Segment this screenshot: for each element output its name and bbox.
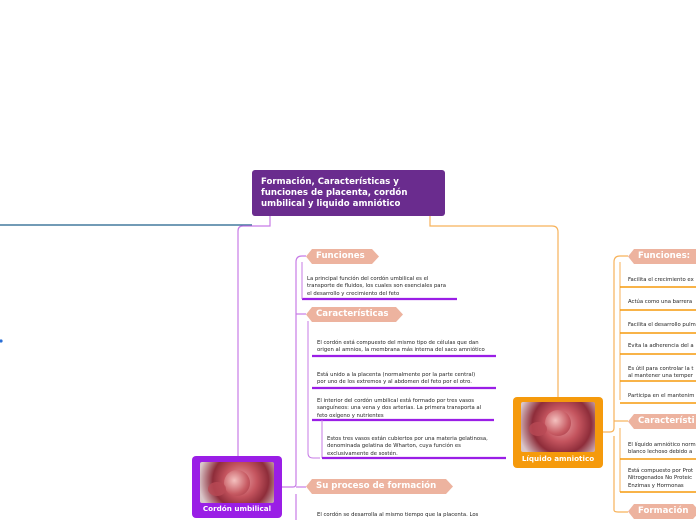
liquido-funcion-item[interactable]: Evita la adherencia del a [628,343,694,349]
cordon-caracteristicas-tag[interactable]: Características [306,307,403,322]
root-topic[interactable]: Formación, Características y funciones d… [252,170,445,216]
root-topic-line: funciones de placenta, cordón [261,188,408,198]
liquido-caracteristicas-tag[interactable]: Característi [628,414,696,429]
text-line: El interior del cordón umbilical está fo… [317,398,475,404]
text-line: El cordón está compuesto del mismo tipo … [317,340,479,346]
liquido-funcion-item[interactable]: Facilita el desarrollo pulm [628,322,696,328]
text-line: Está compuesto por Prot [628,468,694,474]
cordon-caracteristica-item[interactable]: El cordón está compuesto del mismo tipo … [317,340,485,355]
cordon-funciones-text[interactable]: La principal función del cordón umbilica… [307,276,446,298]
root-topic-line: umbilical y liquido amniótico [261,199,401,209]
cordon-caracteristica-item[interactable]: El interior del cordón umbilical está fo… [317,398,481,420]
text-line: feto oxígeno y nutrientes [317,412,384,419]
liquido-formacion-tag[interactable]: Formación [628,504,696,519]
fetus-image [521,402,595,452]
cordon-proceso-text[interactable]: El cordón se desarrolla al mismo tiempo … [317,512,479,518]
liquido-caracteristica-item[interactable]: Está compuesto por Prot Nitrogenados No … [628,468,693,490]
cordon-funciones-tag[interactable]: Funciones [306,249,379,264]
liquido-caracteristica-item[interactable]: El líquido amniótico norm blanco lechoso… [628,442,696,457]
text-line: blanco lechoso debido a [628,449,693,456]
text-line: al mantener una temper [628,373,693,380]
text-line: por uno de los extremos y al abdomen del… [317,379,472,386]
liquido-funcion-item[interactable]: Facilita el crecimiento ex [628,277,694,283]
cordon-proceso-tag[interactable]: Su proceso de formación [306,479,453,494]
liquido-funcion-item[interactable]: Actúa como una barrera [628,299,693,305]
text-line: sanguíneos: una vena y dos arterias. La … [317,405,482,412]
text-line: El líquido amniótico norm [628,442,696,448]
liquido-funcion-item[interactable]: Es útil para controlar la t al mantener … [628,366,694,381]
text-line: Nitrogenados No Proteic [628,475,693,482]
text-line: exclusivamente de sostén. [327,450,398,457]
fetus-image [200,462,274,503]
text-line: origen al amnios, la membrana más intern… [317,347,485,354]
text-line: Está unido a la placenta (normalmente po… [317,372,476,378]
text-line: transporte de fluidos, los cuales son es… [307,283,446,290]
liquido-amniotico-label: Líquido amniotico [521,454,595,463]
text-line: Es útil para controlar la t [628,366,694,372]
text-line: Enzimas y Hormonas [628,482,684,489]
cordon-umbilical-node[interactable]: Cordón umbilical [192,456,282,518]
root-topic-line: Formación, Características y [261,177,399,187]
liquido-funcion-item[interactable]: Participa en el mantenim [628,393,695,399]
text-line: denominada gelatina de Wharton, cuya fun… [327,443,461,450]
text-line: el desarrollo y crecimiento del feto [307,290,400,297]
liquido-amniotico-node[interactable]: Líquido amniotico [513,397,603,468]
liquido-funciones-tag[interactable]: Funciones: [628,249,696,264]
text-line: Estos tres vasos están cubiertos por una… [327,436,488,442]
cordon-caracteristica-subitem[interactable]: Estos tres vasos están cubiertos por una… [327,436,488,458]
cordon-umbilical-label: Cordón umbilical [202,504,272,513]
text-line: La principal función del cordón umbilica… [307,276,429,282]
cordon-caracteristica-item[interactable]: Está unido a la placenta (normalmente po… [317,372,475,387]
